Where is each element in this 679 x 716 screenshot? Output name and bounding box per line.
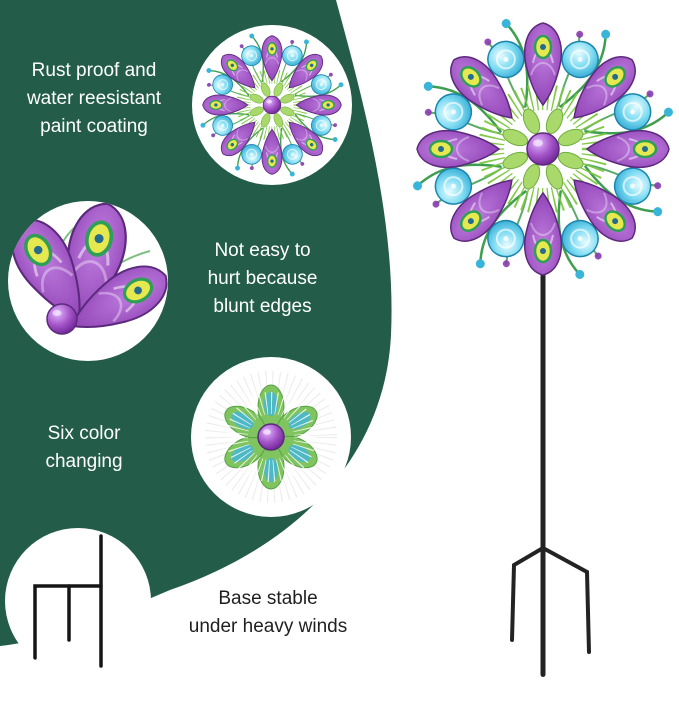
feature-text-rust-proof: Rust proof and water reesistant paint co… <box>13 57 175 141</box>
feature-line: Not easy to <box>214 240 311 261</box>
ground-fork <box>510 546 591 654</box>
feature-image-feather-closeup <box>8 201 168 361</box>
pinwheel-head <box>411 17 674 280</box>
pinwheel-front-graphic <box>192 25 352 185</box>
feature-text-base-stable: Base stable under heavy winds <box>168 585 368 641</box>
feature-line: Base stable <box>218 588 318 609</box>
feature-image-pinwheel-front <box>192 25 352 185</box>
feature-line: blunt edges <box>213 296 312 317</box>
feature-line: paint coating <box>40 116 148 137</box>
feature-text-six-color: Six color changing <box>13 420 155 476</box>
feather-closeup-graphic <box>8 201 168 349</box>
product-image-wind-spinner <box>395 0 679 677</box>
feature-line: water reesistant <box>26 88 162 109</box>
feature-line: changing <box>45 451 123 472</box>
feature-text-blunt-edges: Not easy to hurt because blunt edges <box>190 237 335 321</box>
feature-line: under heavy winds <box>188 616 348 637</box>
stake-base-graphic <box>33 534 103 668</box>
feature-image-glowing-flower <box>191 357 351 517</box>
glowing-flower-graphic <box>205 371 337 503</box>
feature-line: hurt because <box>207 268 318 289</box>
stake-pole <box>540 235 546 677</box>
feature-line: Rust proof and <box>31 60 157 81</box>
feature-image-stake-base <box>5 528 151 674</box>
feature-line: Six color <box>47 423 121 444</box>
